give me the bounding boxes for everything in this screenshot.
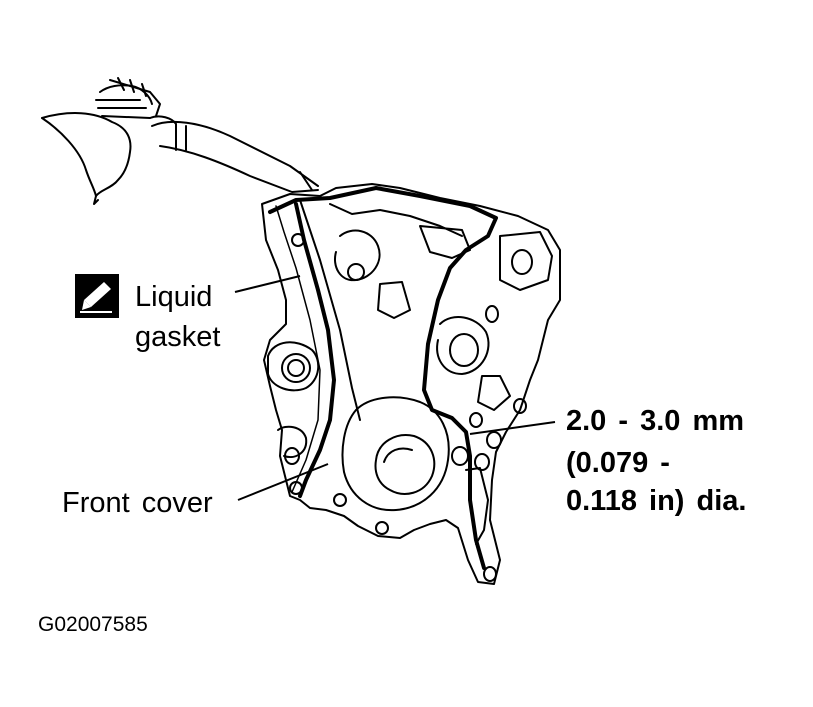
front-cover-outline — [261, 183, 561, 585]
liquid-gasket-label-line1: Liquid — [135, 281, 213, 313]
gasket-bead — [268, 186, 498, 570]
cover-details — [267, 199, 553, 582]
liquid-gasket-label-line2: gasket — [135, 321, 221, 353]
bead-size-leader — [469, 421, 556, 435]
spec-label-line3: 0.118 in) dia. — [566, 485, 747, 517]
spec-label-line2: (0.079 - — [566, 447, 670, 479]
figure-id: G02007585 — [38, 613, 148, 636]
liquid-gasket-leader — [234, 275, 301, 293]
sealant-tube — [151, 120, 319, 193]
hand-illustration — [41, 77, 177, 205]
spec-label-line1: 2.0 - 3.0 mm — [566, 405, 745, 437]
leader-lines — [234, 275, 556, 501]
liquid-gasket-symbol-icon — [75, 274, 119, 318]
front-cover-label: Front cover — [62, 487, 213, 519]
front-cover-leader — [237, 463, 329, 501]
